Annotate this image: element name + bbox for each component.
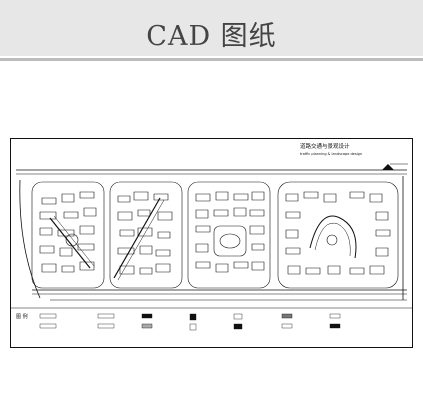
header-divider — [0, 58, 423, 61]
block-1 — [31, 181, 105, 289]
header-bar — [0, 0, 423, 56]
legend-swatches — [39, 313, 341, 331]
page-title: CAD 图纸 — [146, 21, 277, 52]
cad-drawing: 道路交通与景观设计 traffic planning & landscape d… — [10, 128, 413, 348]
block-2 — [109, 181, 183, 289]
drawing-subtitle: traffic planning & landscape design — [300, 152, 362, 156]
cad-drawing-svg: 道路交通与景观设计 traffic planning & landscape d… — [10, 138, 413, 348]
block-4 — [277, 181, 399, 289]
drawing-title: 道路交通与景观设计 — [300, 142, 350, 150]
legend-label: 图 例 — [16, 313, 28, 320]
north-arrow-icon — [382, 164, 394, 170]
header: CAD 图纸 — [0, 0, 423, 62]
block-3 — [187, 181, 271, 289]
